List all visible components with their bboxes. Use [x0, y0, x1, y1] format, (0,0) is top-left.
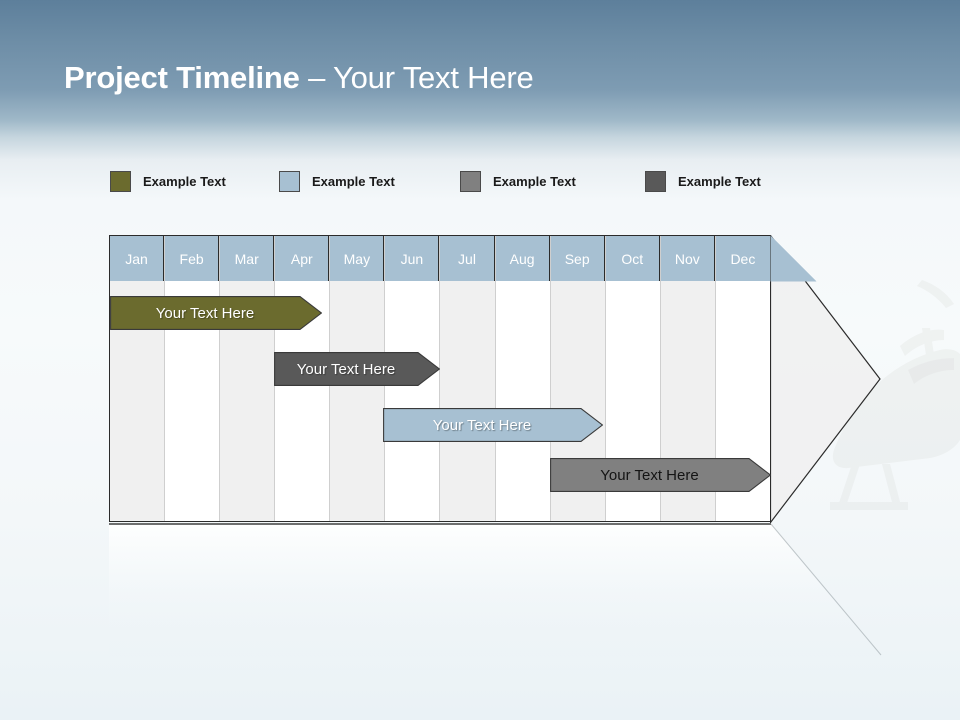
task-bar-shape-2	[274, 352, 440, 386]
month-header-dec[interactable]: Dec	[715, 236, 770, 281]
month-header-nov[interactable]: Nov	[660, 236, 715, 281]
title-light-part: Your Text Here	[333, 60, 534, 95]
month-column-aug: Aug	[495, 236, 551, 521]
title-bold-part: Project Timeline	[64, 60, 300, 95]
legend-item-2[interactable]: Example Text	[279, 168, 395, 194]
month-header-sep[interactable]: Sep	[550, 236, 605, 281]
legend-item-1[interactable]: Example Text	[110, 168, 226, 194]
month-header-jun[interactable]: Jun	[385, 236, 440, 281]
month-header-aug[interactable]: Aug	[495, 236, 550, 281]
legend-swatch-3	[460, 170, 481, 192]
task-bar-3[interactable]: Your Text Here	[383, 408, 603, 442]
month-header-may[interactable]: May	[330, 236, 385, 281]
month-column-oct: Oct	[605, 236, 661, 521]
chart-reflection	[109, 523, 882, 657]
task-bar-shape-3	[383, 408, 603, 442]
task-bar-shape-1	[110, 296, 322, 330]
legend-label-2: Example Text	[312, 173, 395, 189]
month-header-feb[interactable]: Feb	[165, 236, 220, 281]
task-bar-1[interactable]: Your Text Here	[110, 296, 322, 330]
month-header-jul[interactable]: Jul	[440, 236, 495, 281]
month-column-mar: Mar	[220, 236, 276, 521]
month-column-feb: Feb	[165, 236, 221, 521]
task-bar-shape-4	[550, 458, 771, 492]
month-header-mar[interactable]: Mar	[220, 236, 275, 281]
legend-swatch-1	[110, 170, 131, 192]
legend-swatch-2	[279, 170, 300, 192]
month-column-jun: Jun	[385, 236, 441, 521]
legend-label-1: Example Text	[143, 173, 226, 189]
month-column-jul: Jul	[440, 236, 496, 521]
month-header-oct[interactable]: Oct	[605, 236, 660, 281]
month-column-apr: Apr	[275, 236, 331, 521]
task-bar-2[interactable]: Your Text Here	[274, 352, 440, 386]
month-column-jan: Jan	[110, 236, 166, 521]
page-title: Project Timeline – Your Text Here	[64, 58, 534, 98]
legend-item-4[interactable]: Example Text	[645, 168, 761, 194]
timeline-arrowhead	[770, 235, 882, 523]
month-header-apr[interactable]: Apr	[275, 236, 330, 281]
month-column-dec: Dec	[715, 236, 770, 521]
legend-item-3[interactable]: Example Text	[460, 168, 576, 194]
legend: Example Text Example Text Example Text Exam…	[110, 168, 810, 194]
legend-swatch-4	[645, 170, 666, 192]
month-header-jan[interactable]: Jan	[110, 236, 165, 281]
legend-label-3: Example Text	[493, 173, 576, 189]
title-separator: –	[299, 60, 334, 95]
task-bar-4[interactable]: Your Text Here	[550, 458, 771, 492]
legend-label-4: Example Text	[678, 173, 761, 189]
